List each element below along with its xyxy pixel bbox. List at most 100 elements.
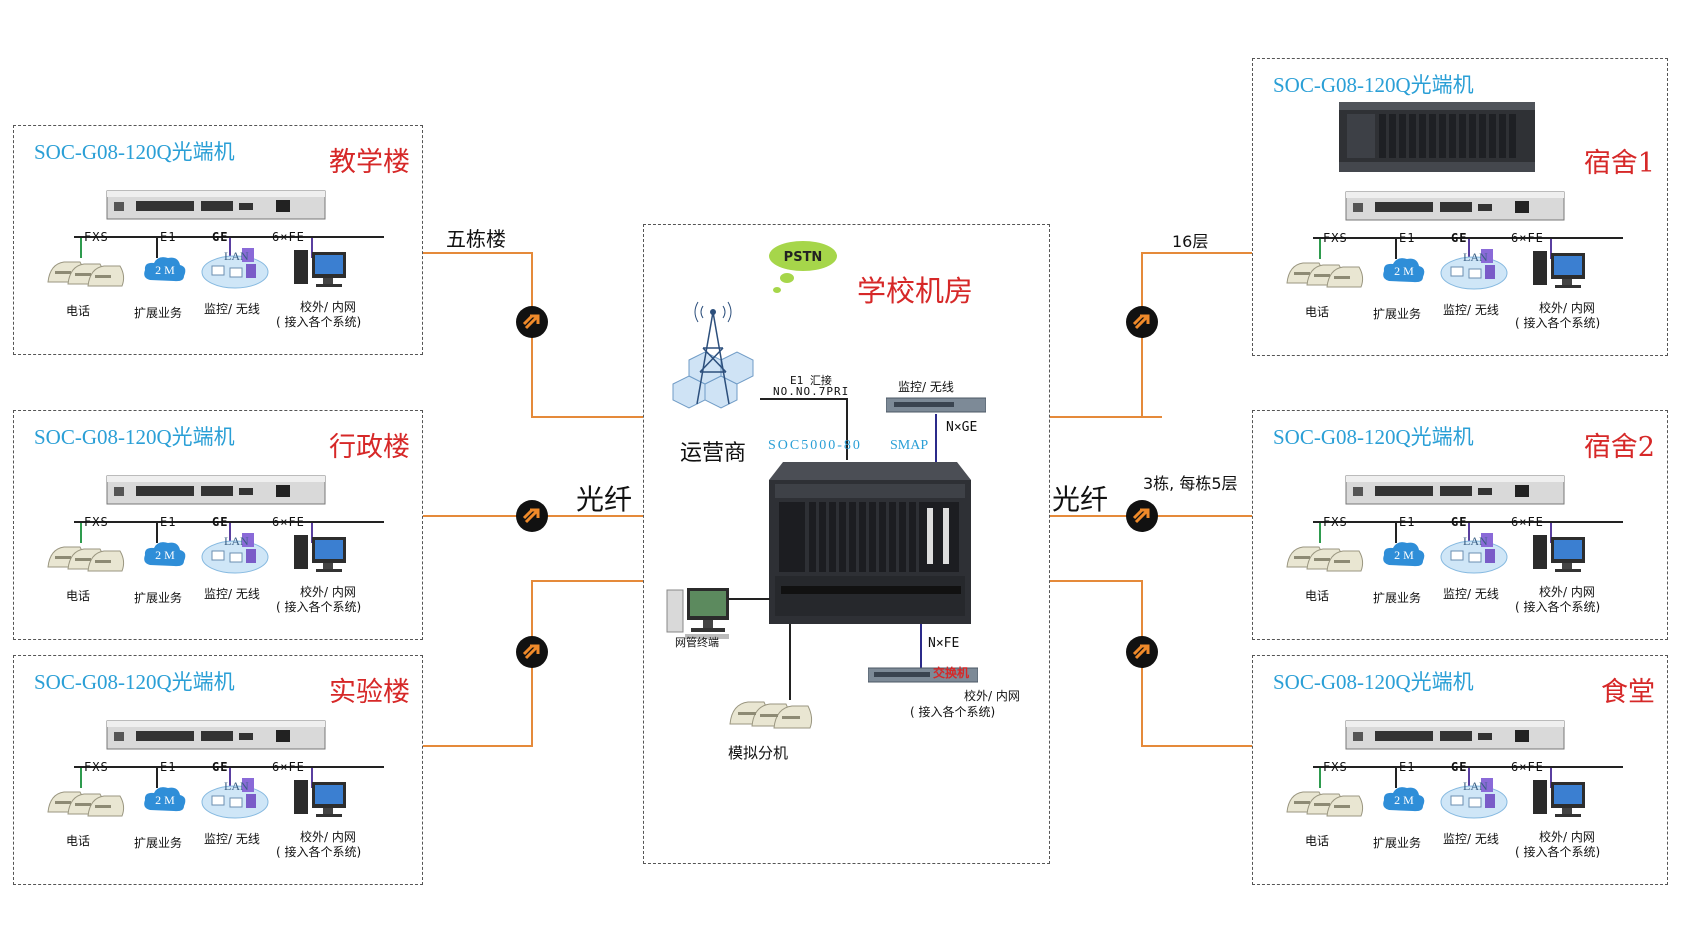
lan-label: LAN xyxy=(1463,250,1488,264)
port-bus xyxy=(74,236,384,238)
operator-label: 运营商 xyxy=(680,441,747,466)
fiber-dorm1-h1 xyxy=(1050,416,1162,418)
port-bus xyxy=(74,766,384,768)
pstn-label: PSTN xyxy=(784,250,823,265)
ge-port-label: GE xyxy=(1451,760,1468,774)
fiber-dorm1-h2 xyxy=(1141,252,1252,254)
nms-label: 网管终端 xyxy=(675,636,719,649)
fe-drop xyxy=(1550,239,1552,259)
e1-drop xyxy=(1395,523,1397,543)
optical-terminal-unit xyxy=(106,189,326,221)
monitor-switch-icon xyxy=(886,396,986,414)
external-label-line1: 校外/ 内网 xyxy=(300,300,356,314)
analog-line xyxy=(789,624,791,700)
phone-icon xyxy=(46,252,128,288)
e1-drop xyxy=(156,523,158,543)
rack-chassis-dorm1 xyxy=(1339,102,1535,172)
desktop-computer-icon xyxy=(1531,529,1589,575)
expansion-label: 扩展业务 xyxy=(1373,836,1422,850)
external-label-line2: ( 接入各个系统) xyxy=(1515,845,1601,859)
e1-line-h xyxy=(760,398,848,400)
center-external-line2: ( 接入各个系统) xyxy=(910,705,996,719)
phone-label: 电话 xyxy=(66,589,91,603)
ge-port-label: GE xyxy=(212,515,229,529)
phone-icon xyxy=(1285,537,1367,573)
building-name: 行政楼 xyxy=(329,432,410,463)
e1-port-label: E1 xyxy=(160,230,177,244)
building-panel-canteen: SOC-G08-120Q光端机 食堂 FXS E1 GE 6×FE xyxy=(1252,655,1668,885)
monitor-wireless-label: 监控/ 无线 xyxy=(204,302,260,316)
expansion-label: 扩展业务 xyxy=(134,591,183,605)
fe-port-label: 6×FE xyxy=(272,230,305,244)
phone-label: 电话 xyxy=(66,304,91,318)
e1-drop xyxy=(156,238,158,258)
building-panel-teaching: SOC-G08-120Q光端机 教学楼 FXS E1 GE 6×FE xyxy=(13,125,423,355)
monitor-wireless-label: 监控/ 无线 xyxy=(204,832,260,846)
e1-line-v xyxy=(846,398,848,460)
terminal-title: SOC-G08-120Q光端机 xyxy=(34,140,235,164)
optical-terminal-unit xyxy=(1345,474,1565,506)
operator-tower-icon xyxy=(663,300,763,420)
expansion-label: 扩展业务 xyxy=(134,836,183,850)
fxs-drop xyxy=(1319,768,1321,788)
phone-icon xyxy=(1285,782,1367,818)
fxs-drop xyxy=(1319,239,1321,259)
fe-port-label: 6×FE xyxy=(1511,760,1544,774)
floors-16-label: 16层 xyxy=(1172,232,1209,251)
fxs-drop xyxy=(80,523,82,543)
phone-label: 电话 xyxy=(1305,305,1330,319)
three-buildings-label: 3栋, 每栋5层 xyxy=(1143,474,1238,493)
ge-drop xyxy=(1468,768,1470,788)
monitor-wireless-label: 监控/ 无线 xyxy=(204,587,260,601)
desktop-computer-icon xyxy=(292,774,350,820)
ge-drop xyxy=(1468,239,1470,259)
port-bus xyxy=(74,521,384,523)
expansion-label: 扩展业务 xyxy=(134,306,183,320)
school-machine-room xyxy=(643,224,1050,864)
desktop-computer-icon xyxy=(1531,774,1589,820)
monitor-wireless-label: 监控/ 无线 xyxy=(1443,303,1499,317)
fe-port-label: 6×FE xyxy=(272,760,305,774)
desktop-computer-icon xyxy=(1531,245,1589,291)
fe-drop xyxy=(311,238,313,258)
ge-port-label: GE xyxy=(1451,515,1468,529)
e1-port-label: E1 xyxy=(160,760,177,774)
center-monitor-label: 监控/ 无线 xyxy=(898,380,954,394)
fxs-port-label: FXS xyxy=(1323,231,1348,245)
building-panel-lab: SOC-G08-120Q光端机 实验楼 FXS E1 GE 6×FE xyxy=(13,655,423,885)
ge-port-label: GE xyxy=(212,760,229,774)
ge-port-label: GE xyxy=(1451,231,1468,245)
port-bus xyxy=(1313,521,1623,523)
e1-port-label: E1 xyxy=(1399,231,1416,245)
fiber-label-right: 光纤 xyxy=(1052,483,1109,516)
external-label-line1: 校外/ 内网 xyxy=(300,830,356,844)
building-name: 宿舍2 xyxy=(1583,432,1655,463)
fiber-connector-icon xyxy=(516,306,548,338)
external-label-line2: ( 接入各个系统) xyxy=(276,600,362,614)
cloud-2m-icon: 2 M xyxy=(1381,784,1427,814)
lan-network-icon: LAN xyxy=(1439,247,1509,291)
core-rack-soc5000 xyxy=(769,458,971,624)
expansion-label: 扩展业务 xyxy=(1373,307,1422,321)
optical-terminal-unit xyxy=(106,474,326,506)
terminal-title: SOC-G08-120Q光端机 xyxy=(1273,73,1474,97)
lan-label: LAN xyxy=(1463,779,1488,793)
lan-network-icon: LAN xyxy=(200,776,270,820)
cloud-2m-icon: 2 M xyxy=(1381,539,1427,569)
building-name: 实验楼 xyxy=(329,677,410,708)
fxs-drop xyxy=(80,768,82,788)
cloud-2m-icon: 2 M xyxy=(1381,255,1427,285)
ge-drop xyxy=(229,768,231,788)
optical-terminal-unit xyxy=(106,719,326,751)
nxfe-label: N×FE xyxy=(928,636,960,651)
nxge-label: N×GE xyxy=(946,420,978,435)
fxs-drop xyxy=(1319,523,1321,543)
nms-terminal-icon xyxy=(665,584,733,642)
cloud-2m-label: 2 M xyxy=(1394,264,1414,278)
cloud-2m-label: 2 M xyxy=(155,793,175,807)
soc5000-label: SOC5000-80 xyxy=(768,438,862,453)
lan-network-icon: LAN xyxy=(200,246,270,290)
port-bus xyxy=(1313,766,1623,768)
building-panel-admin: SOC-G08-120Q光端机 行政楼 FXS E1 GE 6×FE xyxy=(13,410,423,640)
cloud-2m-icon: 2 M xyxy=(142,254,188,284)
